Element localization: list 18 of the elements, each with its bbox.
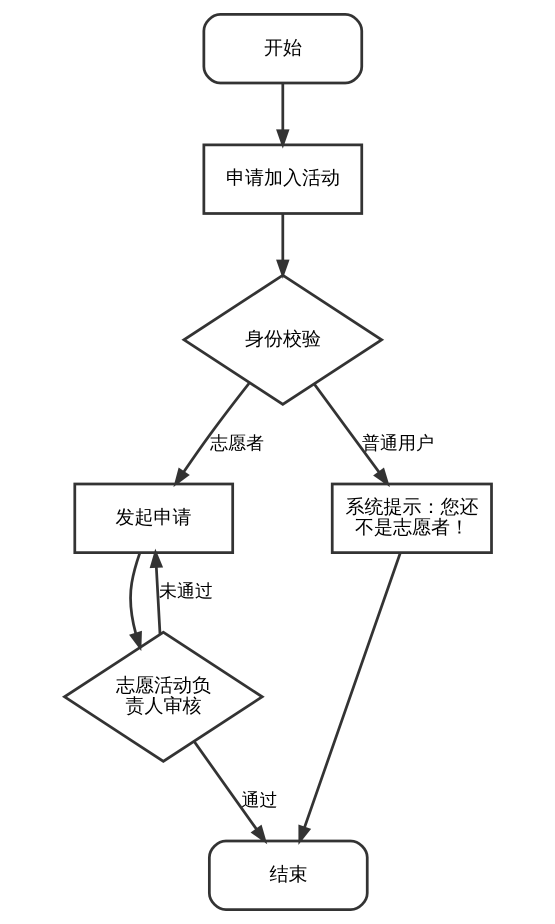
node-diamond: 身份校验 (180, 274, 384, 406)
arrow (276, 84, 290, 149)
arrow (312, 383, 390, 488)
arrow (128, 552, 142, 652)
edge-label: 普通用户 (362, 432, 434, 454)
node-box: 发起申请 (72, 482, 234, 554)
arrow (298, 552, 402, 845)
node-box: 开始 (202, 13, 363, 84)
node-box: 申请加入活动 (202, 143, 363, 215)
edge-label: 志愿者 (209, 432, 264, 454)
node-box: 结束 (207, 840, 368, 911)
node-box: 系统提示：您还不是志愿者！ (330, 482, 492, 554)
arrow (276, 214, 290, 279)
edge-label: 未通过 (158, 581, 213, 602)
arrow (172, 382, 250, 488)
arrow (149, 548, 163, 634)
arrow (192, 740, 267, 844)
edge-label: 通过 (240, 790, 277, 811)
